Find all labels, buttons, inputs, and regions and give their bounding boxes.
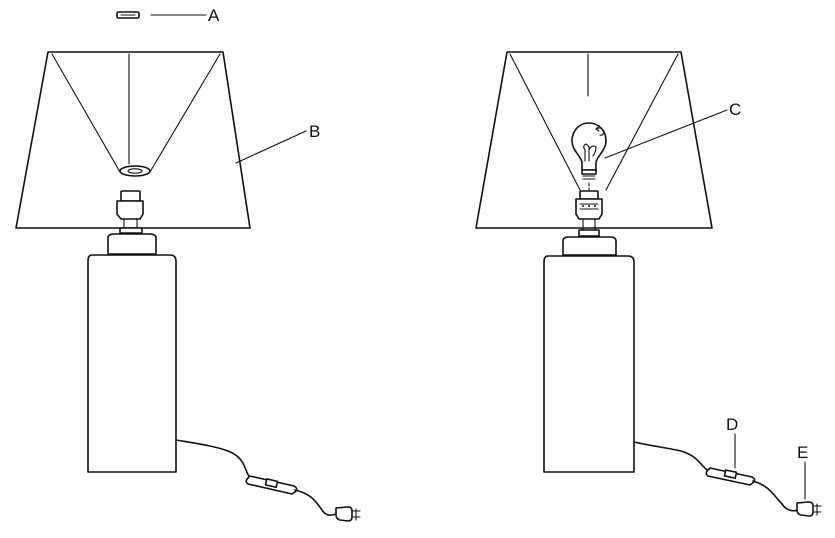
leader-line-b [235, 130, 307, 164]
label-c: C [729, 100, 741, 119]
leader-line-c [604, 109, 728, 159]
left-cord [175, 439, 361, 522]
right-lampshade [475, 51, 713, 229]
left-lamp [15, 11, 361, 522]
part-e-plug [796, 501, 822, 517]
label-b: B [309, 122, 320, 141]
right-lamp [475, 51, 822, 517]
left-base [87, 233, 177, 473]
part-a-cap [116, 11, 140, 19]
label-e: E [797, 443, 808, 462]
part-b-lampshade [15, 51, 251, 229]
left-socket [116, 190, 144, 234]
label-a: A [208, 6, 220, 25]
part-c-light-bulb [571, 122, 607, 191]
part-d-cord-switch [633, 441, 799, 512]
right-base [543, 236, 635, 473]
label-d: D [726, 415, 738, 434]
right-socket [575, 190, 603, 237]
